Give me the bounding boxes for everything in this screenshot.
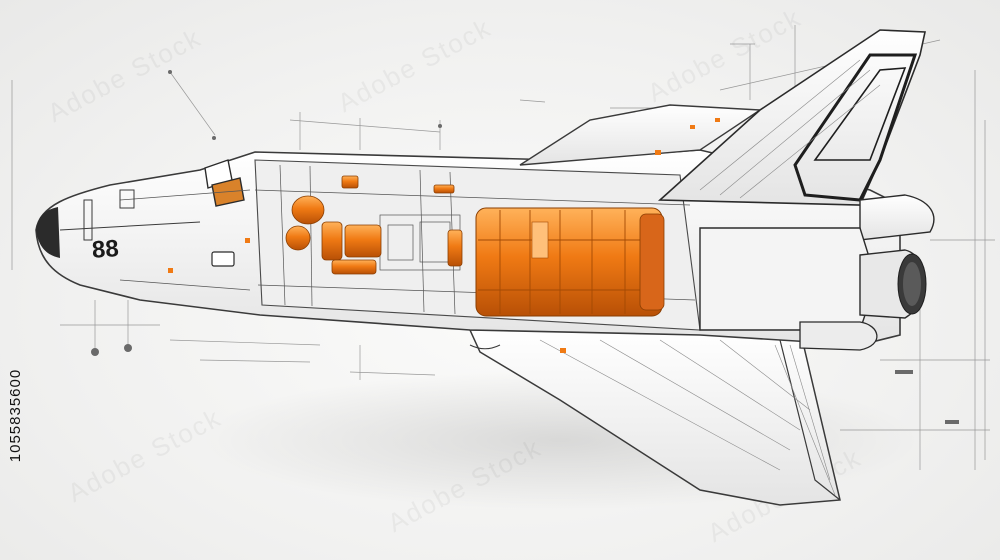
- construction-markers: [91, 70, 959, 424]
- stock-id: 1055835600: [7, 368, 25, 462]
- hull-details: [59, 189, 501, 350]
- oms-pod: [859, 194, 935, 241]
- nose-cap: [36, 207, 60, 258]
- nose-marking: 88: [91, 235, 120, 264]
- stock-id-label: 1055835600: [6, 310, 26, 520]
- side-hatch: [211, 251, 235, 267]
- main-engines: [699, 227, 927, 351]
- upper-wing: [519, 104, 763, 166]
- payload-tank: [475, 207, 665, 317]
- orange-machinery: [285, 175, 463, 275]
